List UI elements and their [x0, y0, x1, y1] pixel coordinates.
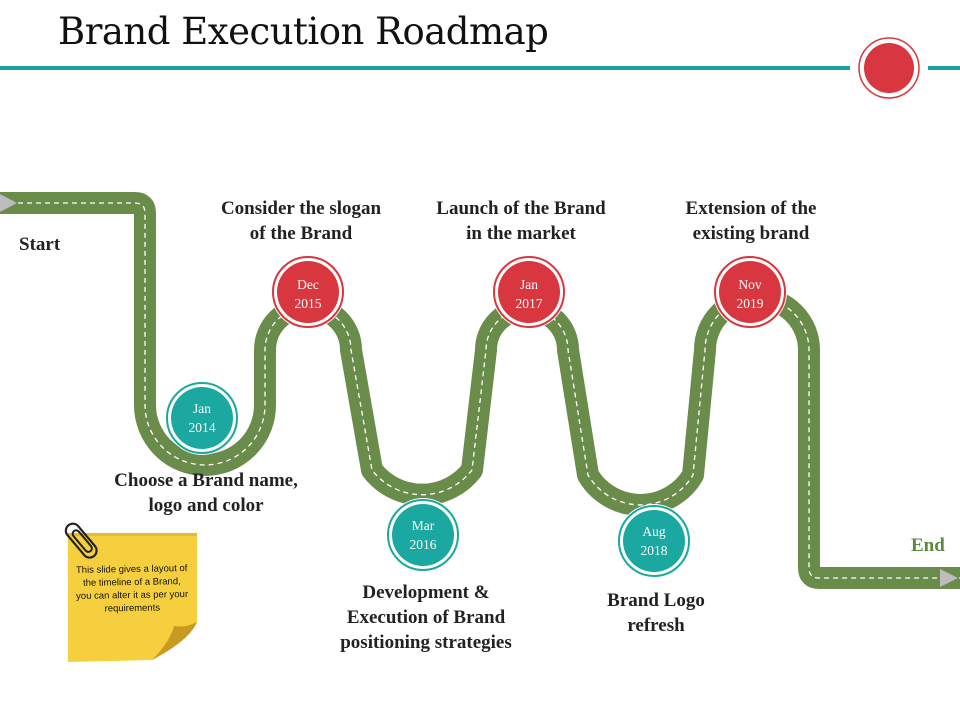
milestone-3-text-line: positioning strategies: [340, 632, 512, 653]
milestone-1-text-line: Choose a Brand name,: [114, 470, 298, 491]
milestone-2-month: Dec: [297, 277, 319, 292]
milestone-4-text-line: Launch of the Brand: [436, 198, 606, 219]
milestone-5-year: 2018: [641, 543, 668, 558]
milestone-3-year: 2016: [410, 537, 437, 552]
end-label: End: [911, 535, 945, 556]
milestone-4-year: 2017: [516, 296, 543, 311]
milestone-2-text: Consider the slogan of the Brand: [186, 196, 416, 246]
milestone-2-text-line: Consider the slogan: [220, 198, 382, 219]
milestone-marker-3: Mar 2016: [386, 498, 460, 572]
milestone-5-text: Brand Logo refresh: [566, 588, 746, 638]
milestone-marker-4: Jan 2017: [492, 255, 566, 329]
sticky-note-text: This slide gives a layout of the timelin…: [75, 563, 189, 615]
milestone-3-month: Mar: [412, 518, 435, 533]
start-label: Start: [19, 234, 61, 255]
milestone-1-month: Jan: [193, 401, 211, 416]
milestone-5-text-line: Brand Logo: [607, 590, 705, 611]
end-arrow-icon: [940, 569, 958, 587]
paperclip-icon: [64, 522, 98, 559]
milestone-5-text-line: refresh: [627, 615, 685, 636]
milestone-marker-5: Aug 2018: [617, 504, 691, 578]
header-rule-right: [928, 66, 960, 70]
milestone-4-text: Launch of the Brand in the market: [406, 196, 636, 246]
milestone-marker-2: Dec 2015: [271, 255, 345, 329]
milestone-3-text: Development & Execution of Brand positio…: [306, 580, 546, 655]
milestone-3-text-line: Execution of Brand: [346, 607, 506, 628]
milestone-3-text-line: Development &: [362, 582, 490, 603]
milestone-marker-1: Jan 2014: [165, 381, 239, 455]
milestone-4-month: Jan: [520, 277, 538, 292]
milestone-6-text-line: Extension of the: [685, 198, 817, 219]
header-rule-left: [0, 66, 850, 70]
milestone-6-year: 2019: [737, 296, 764, 311]
milestone-2-text-line: of the Brand: [249, 223, 353, 244]
milestone-1-text: Choose a Brand name, logo and color: [86, 468, 326, 518]
milestone-6-text: Extension of the existing brand: [646, 196, 856, 246]
milestone-5-month: Aug: [642, 524, 665, 539]
milestone-6-month: Nov: [738, 277, 761, 292]
header-circle: [864, 43, 914, 93]
road-center-dashes: [0, 202, 960, 579]
milestone-6-text-line: existing brand: [692, 223, 810, 244]
start-arrow-icon: [0, 194, 17, 212]
milestone-1-year: 2014: [189, 420, 216, 435]
milestone-4-text-line: in the market: [466, 223, 576, 244]
milestone-marker-6: Nov 2019: [713, 255, 787, 329]
milestone-2-year: 2015: [295, 296, 322, 311]
road: [0, 192, 960, 589]
milestone-1-text-line: logo and color: [148, 495, 264, 516]
page-title: Brand Execution Roadmap: [58, 10, 549, 53]
sticky-note: [68, 533, 197, 662]
